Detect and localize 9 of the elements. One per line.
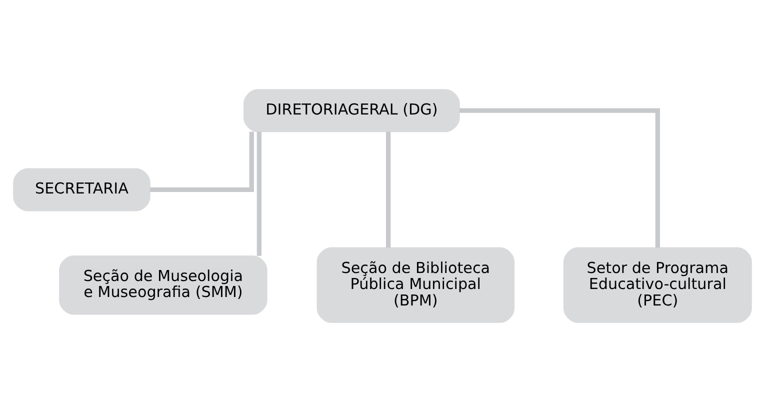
node-box: SECRETARIA [12,168,150,211]
node-box: DIRETORIAGERAL (DG) [242,88,460,132]
connector [459,108,660,248]
node-box: Seção de Museologia e Museografia (SMM) [58,254,267,314]
connector [149,131,254,192]
connector [256,131,261,256]
connector [385,131,390,248]
node-box: Seção de Biblioteca Pública Municipal (BPM) [316,246,514,322]
node-box: Setor de Programa Educativo-cultural (PEC) [562,246,752,322]
